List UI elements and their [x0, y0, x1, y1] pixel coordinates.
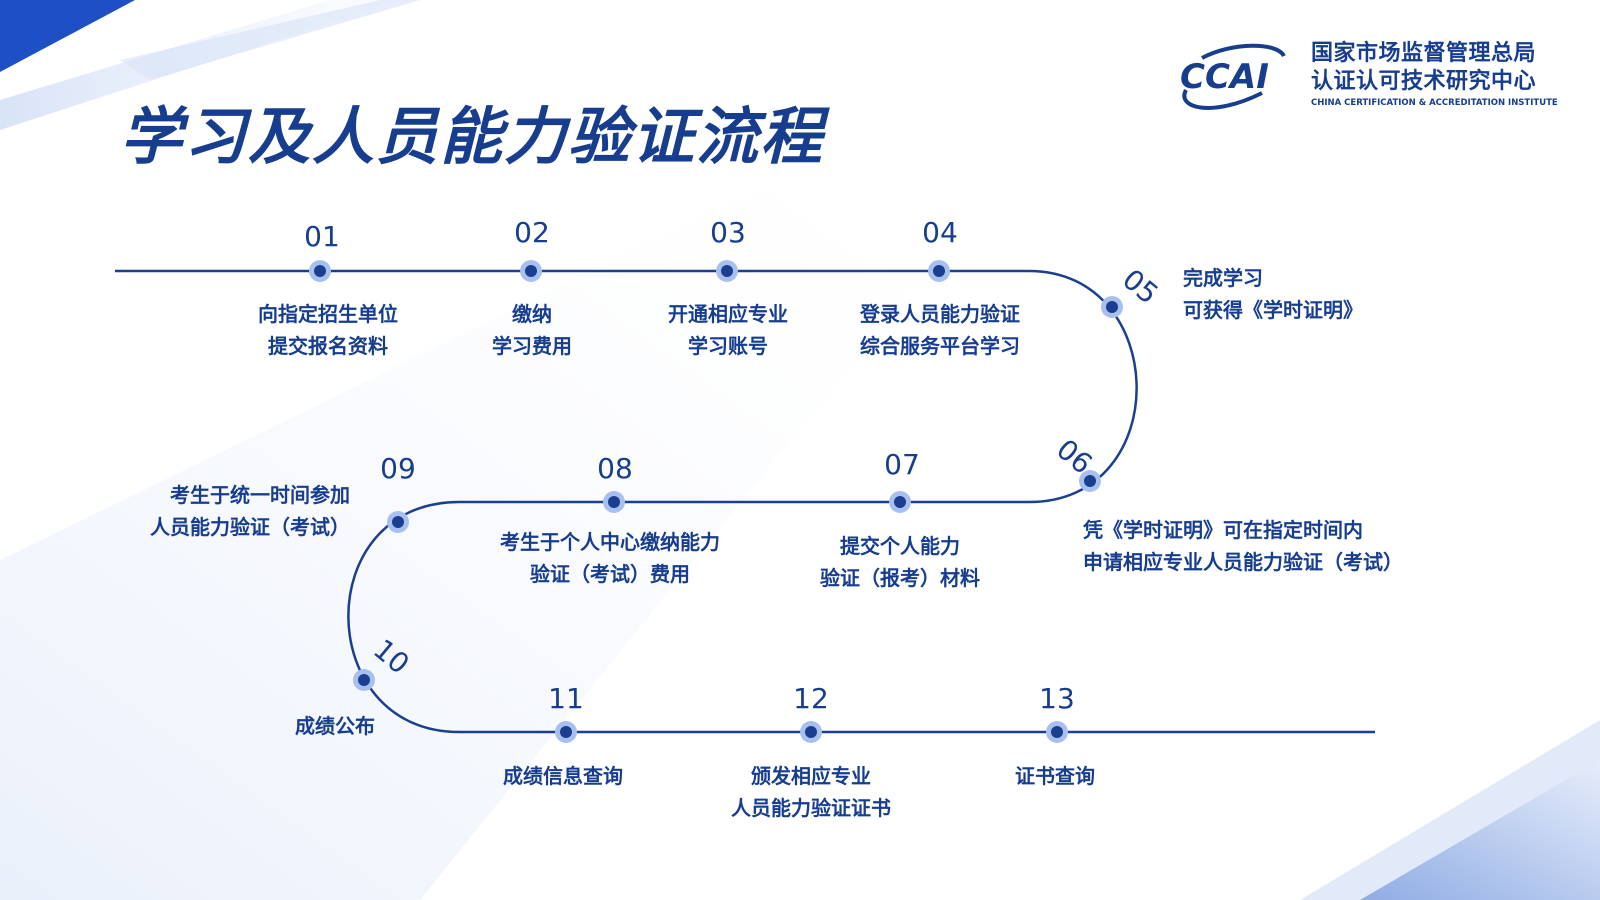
step-number-09: 09 — [380, 452, 416, 485]
node-dot-07 — [894, 496, 906, 508]
step-label-line: 登录人员能力验证 — [860, 302, 1020, 326]
node-dot-08 — [608, 496, 620, 508]
step-label-line: 综合服务平台学习 — [860, 334, 1020, 358]
step-label-02: 缴纳学习费用 — [492, 298, 572, 362]
step-number-12: 12 — [793, 682, 829, 715]
node-dot-02 — [525, 265, 537, 277]
top-left-blue-triangle — [0, 0, 135, 72]
logo-text-block: 国家市场监督管理总局 认证认可技术研究中心 CHINA CERTIFICATIO… — [1311, 40, 1558, 108]
step-number-07: 07 — [884, 448, 920, 481]
node-dot-03 — [721, 265, 733, 277]
node-dot-10 — [358, 674, 370, 686]
node-dot-05 — [1106, 301, 1118, 313]
bottom-right-corner-light — [1300, 720, 1600, 900]
step-label-line: 人员能力验证（考试） — [150, 515, 350, 539]
step-label-line: 凭《学时证明》可在指定时间内 — [1083, 518, 1363, 542]
step-label-line: 成绩信息查询 — [503, 764, 623, 788]
step-number-13: 13 — [1039, 682, 1075, 715]
step-label-01: 向指定招生单位提交报名资料 — [258, 298, 398, 362]
page-title: 学习及人员能力验证流程 — [120, 100, 825, 173]
step-label-line: 缴纳 — [512, 302, 552, 326]
step-label-03: 开通相应专业学习账号 — [668, 298, 788, 362]
step-label-10: 成绩公布 — [295, 710, 375, 742]
step-label-line: 学习费用 — [492, 334, 572, 358]
step-number-03: 03 — [710, 216, 746, 249]
step-label-line: 考生于个人中心缴纳能力 — [500, 530, 720, 554]
step-number-01: 01 — [304, 220, 340, 253]
step-label-line: 提交报名资料 — [268, 334, 388, 358]
step-label-line: 颁发相应专业 — [751, 764, 871, 788]
step-number-04: 04 — [922, 216, 958, 249]
step-label-line: 验证（考试）费用 — [530, 562, 690, 586]
step-label-line: 向指定招生单位 — [258, 302, 398, 326]
step-label-line: 学习账号 — [688, 334, 768, 358]
step-label-04: 登录人员能力验证综合服务平台学习 — [860, 298, 1020, 362]
flow-nodes — [309, 260, 1123, 743]
step-label-12: 颁发相应专业人员能力验证证书 — [731, 760, 891, 824]
node-dot-01 — [314, 265, 326, 277]
ccai-logo-mark: CCAI — [1180, 43, 1286, 110]
step-label-09: 考生于统一时间参加人员能力验证（考试） — [150, 479, 350, 543]
step-label-line: 开通相应专业 — [668, 302, 788, 326]
logo-org-english: CHINA CERTIFICATION & ACCREDITATION INST… — [1311, 98, 1558, 108]
logo-org-line1: 国家市场监督管理总局 — [1311, 41, 1537, 66]
step-number-08: 08 — [597, 452, 633, 485]
node-dot-09 — [392, 516, 404, 528]
ccai-logo: CCAI 国家市场监督管理总局 认证认可技术研究中心 CHINA CERTIFI… — [1172, 38, 1572, 118]
step-label-line: 可获得《学时证明》 — [1183, 298, 1363, 322]
node-dot-04 — [933, 265, 945, 277]
step-label-06: 凭《学时证明》可在指定时间内申请相应专业人员能力验证（考试） — [1083, 514, 1403, 578]
step-label-08: 考生于个人中心缴纳能力验证（考试）费用 — [500, 526, 720, 590]
step-label-line: 证书查询 — [1015, 764, 1095, 788]
step-label-line: 成绩公布 — [295, 714, 375, 738]
step-number-02: 02 — [514, 216, 550, 249]
node-dot-06 — [1084, 475, 1096, 487]
step-number-11: 11 — [548, 682, 584, 715]
node-dot-12 — [805, 726, 817, 738]
step-label-line: 申请相应专业人员能力验证（考试） — [1083, 550, 1403, 574]
node-dot-11 — [560, 726, 572, 738]
top-left-light-band-2 — [120, 0, 420, 80]
bottom-left-wash — [0, 180, 1000, 900]
step-label-05: 完成学习可获得《学时证明》 — [1183, 262, 1363, 326]
step-label-line: 提交个人能力 — [840, 534, 960, 558]
step-label-line: 完成学习 — [1183, 266, 1263, 290]
step-label-13: 证书查询 — [1015, 760, 1095, 792]
step-label-07: 提交个人能力验证（报考）材料 — [820, 530, 980, 594]
step-label-11: 成绩信息查询 — [503, 760, 623, 792]
step-label-line: 考生于统一时间参加 — [170, 483, 350, 507]
logo-org-line2: 认证认可技术研究中心 — [1311, 69, 1537, 94]
step-label-line: 人员能力验证证书 — [731, 796, 891, 820]
step-label-line: 验证（报考）材料 — [820, 566, 980, 590]
node-dot-13 — [1051, 726, 1063, 738]
logo-mark-text: CCAI — [1180, 57, 1269, 97]
